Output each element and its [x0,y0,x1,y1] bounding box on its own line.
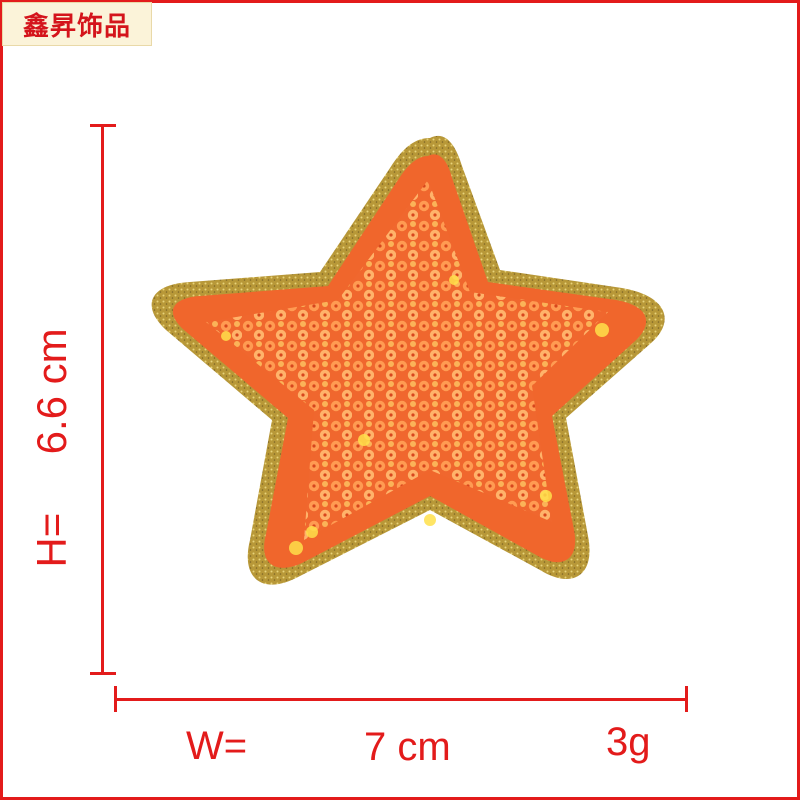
brand-label: 鑫昇饰品 [2,2,152,46]
weight-value: 3g [606,720,651,764]
height-measure-cap-bottom [90,672,116,675]
width-value: 7 cm [364,725,451,769]
height-measure-cap-top [90,124,116,127]
width-label: W= [186,724,248,768]
width-measure-cap-right [685,686,688,712]
height-measure-line [101,126,104,673]
width-measure-cap-left [114,686,117,712]
star-sequins [206,180,608,540]
star-sequin-highlights [221,275,609,555]
width-measure-line [115,698,687,701]
